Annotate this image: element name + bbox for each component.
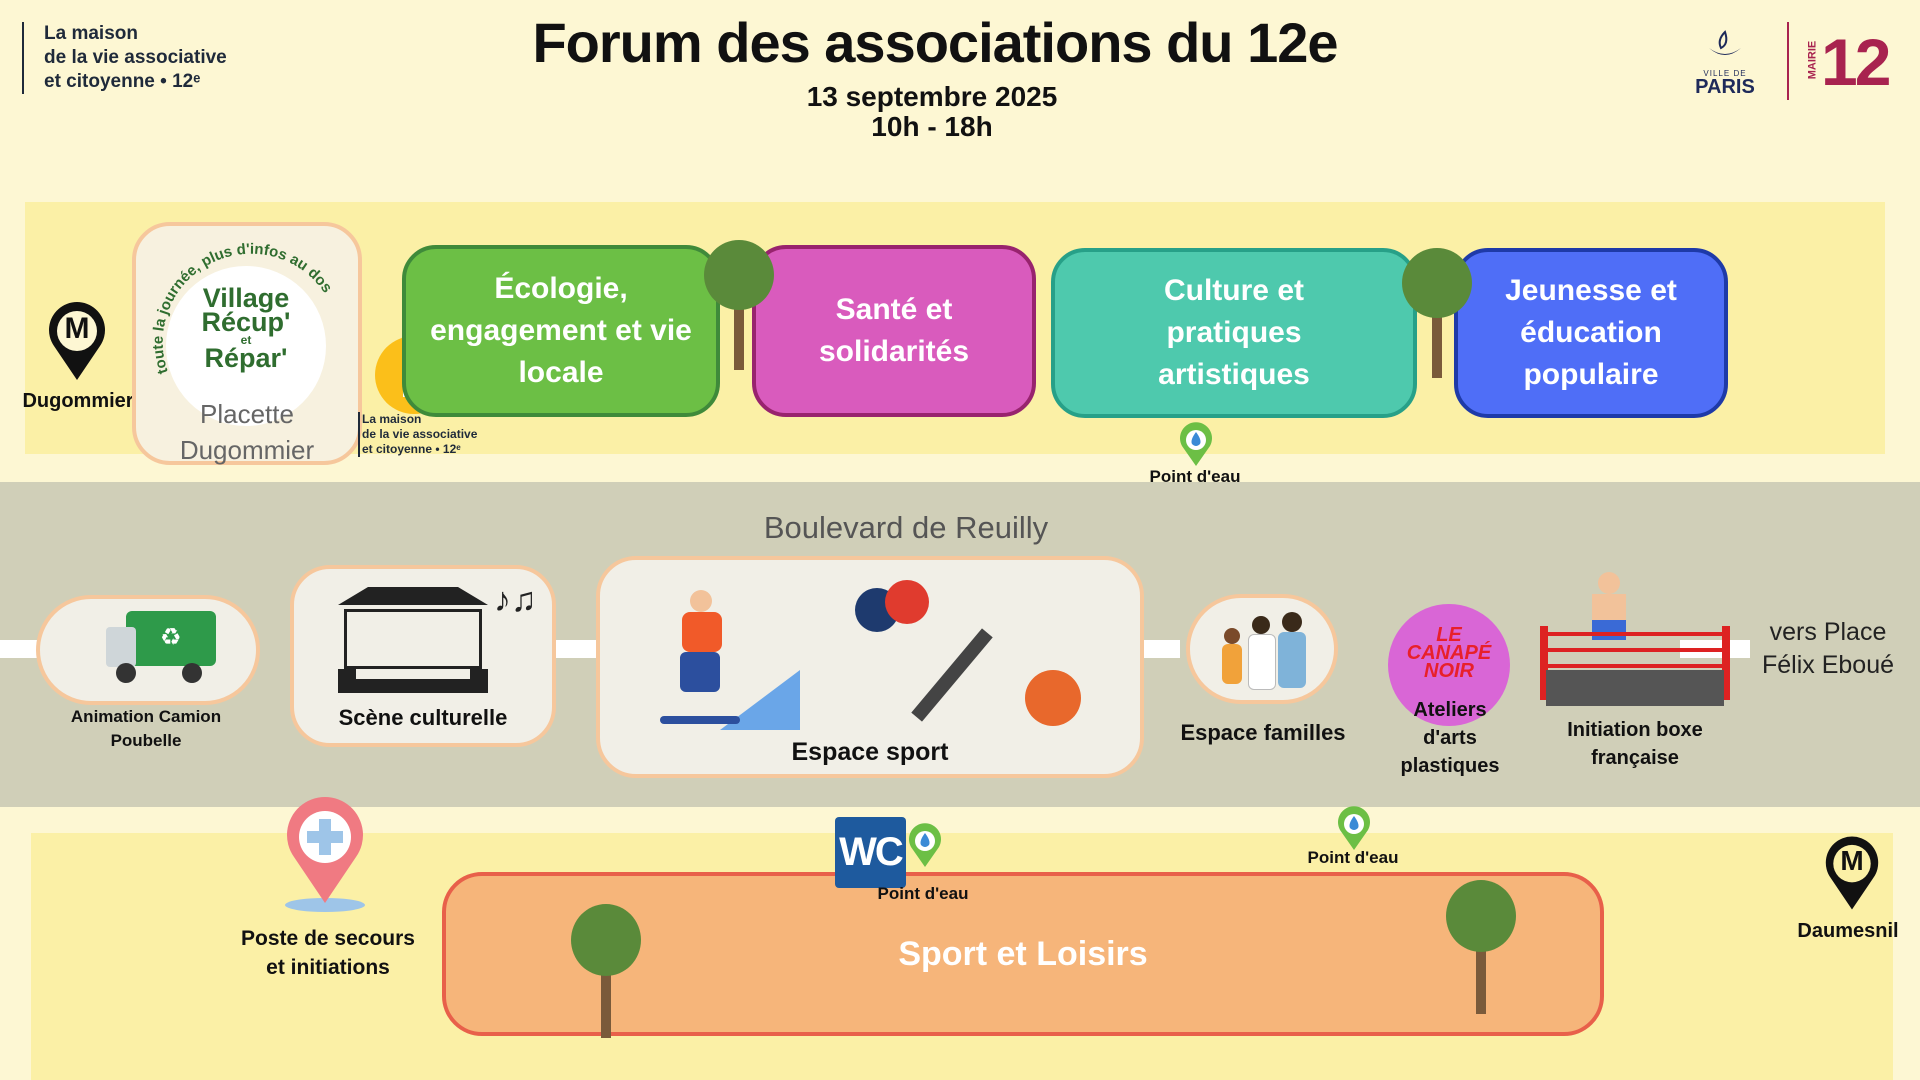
ateliers-label: Ateliers d'arts plastiques bbox=[1400, 699, 1500, 777]
basketball-icon bbox=[1025, 670, 1081, 726]
village-logo bbox=[166, 266, 326, 426]
first-aid-pin-icon[interactable] bbox=[282, 795, 368, 913]
familles-label: Espace familles bbox=[1180, 720, 1346, 745]
espace-sport-card[interactable]: Espace sport bbox=[596, 556, 1144, 778]
info-point-label: La maison de la vie associative et citoy… bbox=[358, 412, 477, 457]
tree-icon bbox=[1436, 880, 1526, 1014]
boxing-ring-icon[interactable] bbox=[1538, 566, 1732, 711]
zone-ecologie[interactable]: Écologie, engagement et vie locale bbox=[402, 245, 720, 417]
metro-pin-icon bbox=[1825, 836, 1879, 910]
water-point-label: Point d'eau bbox=[877, 884, 969, 903]
canape-noir-logo[interactable]: LE CANAPÉ NOIR bbox=[1388, 604, 1510, 726]
tree-icon bbox=[694, 240, 784, 370]
family-icon bbox=[1212, 610, 1322, 694]
sport-label: Espace sport bbox=[791, 738, 949, 766]
village-logo-text: Village Récup' et Répar' bbox=[201, 283, 291, 373]
water-point-label: Point d'eau bbox=[1149, 467, 1241, 486]
maison-vie-associative-logo: La maison de la vie associative et citoy… bbox=[22, 22, 227, 94]
music-notes-icon: ♪♫ bbox=[494, 581, 537, 619]
tree-icon bbox=[561, 904, 651, 1038]
camion-poubelle-card[interactable]: ♻ bbox=[36, 595, 260, 705]
stage-icon bbox=[338, 587, 488, 693]
event-date: 13 septembre 2025 10h - 18h bbox=[806, 81, 1058, 142]
direction-felix-eboue: vers Place Félix Eboué bbox=[1761, 618, 1895, 679]
zone-culture[interactable]: Culture et pratiques artistiques bbox=[1051, 248, 1417, 418]
paris-ship-icon bbox=[1709, 30, 1741, 55]
water-point-label: Point d'eau bbox=[1307, 848, 1399, 867]
camion-label: Animation Camion Poubelle bbox=[70, 707, 222, 750]
logo-divider bbox=[1787, 22, 1789, 100]
tree-icon bbox=[1392, 248, 1482, 378]
mairie-12-logo: MAIRIE 12 bbox=[1806, 25, 1891, 99]
zone-sante[interactable]: Santé et solidarités bbox=[752, 245, 1036, 417]
metro-pin-icon bbox=[49, 302, 105, 380]
ville-de-paris-logo: VILLE DE PARIS bbox=[1685, 28, 1765, 97]
garbage-truck-icon: ♻ bbox=[106, 609, 216, 683]
water-point-icon[interactable] bbox=[1336, 806, 1372, 857]
wc-icon[interactable]: WC bbox=[835, 817, 906, 888]
scene-label: Scène culturelle bbox=[338, 705, 508, 730]
page-title: Forum des associations du 12e bbox=[532, 11, 1338, 74]
zone-jeunesse[interactable]: Jeunesse et éducation populaire bbox=[1454, 248, 1728, 418]
metro-dugommier-label: Dugommier bbox=[22, 390, 134, 412]
scene-culturelle-card[interactable]: ♪♫ Scène culturelle bbox=[290, 565, 556, 747]
placette-label: Placette Dugommier bbox=[179, 399, 315, 465]
espace-familles-card[interactable] bbox=[1186, 594, 1338, 704]
metro-daumesnil-pin[interactable]: M bbox=[1823, 834, 1881, 917]
poste-secours-label: Poste de secours et initiations bbox=[241, 927, 415, 979]
village-recup-repar[interactable]: toute la journée, plus d'infos au dos Vi… bbox=[132, 222, 362, 465]
skater-icon bbox=[660, 590, 740, 730]
boxe-label: Initiation boxe française bbox=[1567, 719, 1703, 769]
badminton-racket-icon bbox=[911, 628, 993, 722]
road-name: Boulevard de Reuilly bbox=[763, 510, 1049, 545]
metro-daumesnil-label: Daumesnil bbox=[1797, 920, 1899, 942]
metro-dugommier-pin[interactable]: M bbox=[46, 300, 108, 387]
water-point-icon[interactable] bbox=[1178, 422, 1214, 473]
water-point-icon[interactable] bbox=[907, 823, 943, 874]
